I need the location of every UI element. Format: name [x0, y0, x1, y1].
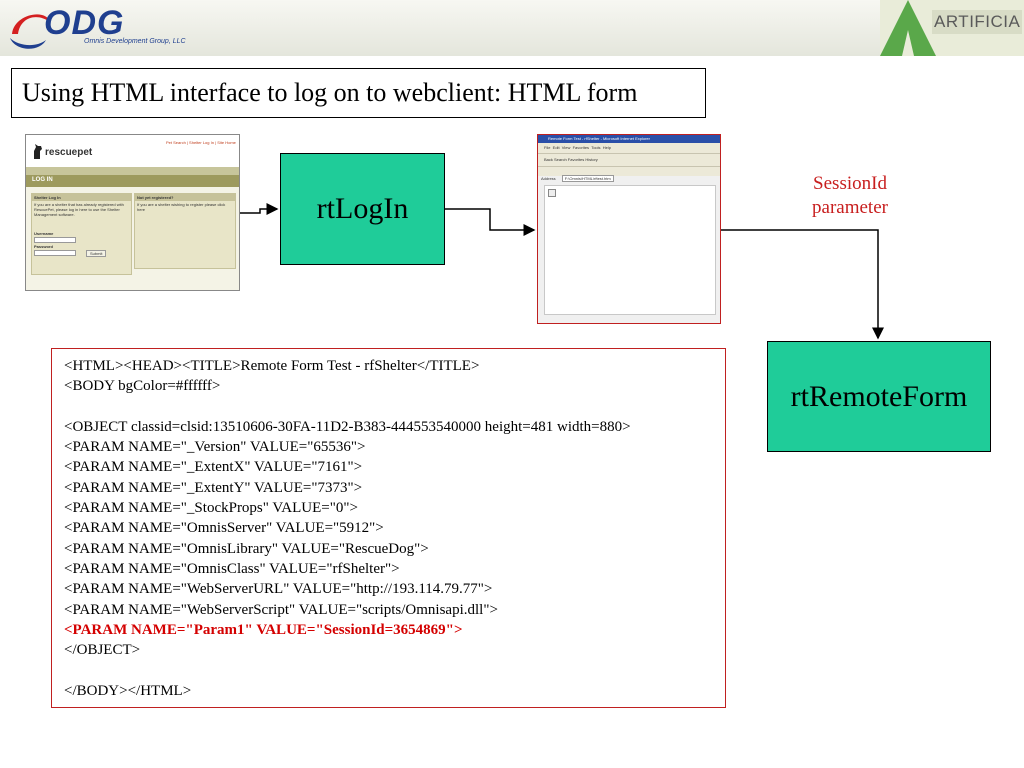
html-code-listing: <HTML><HEAD><TITLE>Remote Form Test - rf…: [51, 348, 726, 708]
address-input[interactable]: F:\Omnis\HTML\rftest.htm: [561, 175, 614, 182]
browser-titlebar: Remote Form Test - rfShelter - Microsoft…: [538, 135, 720, 143]
browser-window-screenshot: Remote Form Test - rfShelter - Microsoft…: [537, 134, 721, 324]
address-label: Address: [541, 176, 556, 181]
odg-logo-text: ODG: [44, 4, 125, 42]
code-line: <PARAM NAME="WebServerScript" VALUE="scr…: [64, 601, 498, 618]
browser-address-bar: Address F:\Omnis\HTML\rftest.htm: [538, 167, 720, 182]
code-line: <PARAM NAME="OmnisServer" VALUE="5912">: [64, 520, 384, 537]
arrow-browser-to-rtremoteform: [721, 229, 884, 340]
shelter-login-title: Shelter Log In: [32, 194, 131, 201]
sessionid-label-line1: SessionId: [813, 173, 887, 194]
code-line: <OBJECT classid=clsid:13510606-30FA-11D2…: [64, 418, 631, 435]
code-line: </BODY></HTML>: [64, 682, 192, 699]
odg-logo-swoosh-icon: [10, 14, 50, 49]
code-line: [64, 397, 725, 417]
code-line: <PARAM NAME="_StockProps" VALUE="0">: [64, 500, 358, 517]
login-banner: [26, 167, 239, 175]
username-input[interactable]: [34, 237, 76, 243]
login-topbar: [26, 135, 239, 167]
login-title-band: [26, 175, 239, 187]
submit-button[interactable]: Submit: [86, 249, 107, 257]
code-line: <PARAM NAME="OmnisClass" VALUE="rfShelte…: [64, 560, 400, 577]
rescuepet-brand: rescuepet: [45, 147, 93, 158]
shelter-login-panel: Shelter Log In If you are a shelter that…: [31, 193, 132, 275]
register-panel: Not yet registered? If you are a shelter…: [134, 193, 236, 269]
shelter-login-text: If you are a shelter that has already re…: [34, 202, 124, 217]
code-line: </OBJECT>: [64, 642, 141, 659]
dog-logo-icon: [34, 144, 42, 159]
browser-content-area: [544, 185, 716, 315]
code-line: <PARAM NAME="_Version" VALUE="65536">: [64, 439, 366, 456]
login-top-links: Pet Search | Shelter Log In | Site Home: [166, 140, 236, 145]
arrow-login-to-rtlogin: [240, 203, 279, 215]
slide-title: Using HTML interface to log on to webcli…: [11, 68, 706, 118]
odg-logo-subtitle: Omnis Development Group, LLC: [84, 38, 186, 45]
browser-window-title: Remote Form Test - rfShelter - Microsoft…: [548, 136, 650, 141]
code-line: <PARAM NAME="OmnisLibrary" VALUE="Rescue…: [64, 540, 429, 557]
login-heading: LOG IN: [32, 177, 53, 183]
code-line: <PARAM NAME="_ExtentY" VALUE="7373">: [64, 479, 363, 496]
artificia-logo-icon: [880, 0, 1024, 56]
username-label: Username: [34, 231, 54, 236]
code-line: [64, 660, 725, 680]
register-title: Not yet registered?: [135, 194, 235, 201]
artificia-logo-text: ARTIFICIA: [934, 12, 1021, 31]
password-input[interactable]: [34, 250, 76, 256]
code-line: <BODY bgColor=#ffffff>: [64, 378, 221, 395]
register-text: If you are a shelter wishing to register…: [137, 202, 226, 212]
rtremoteform-box: rtRemoteForm: [767, 341, 991, 452]
header-band: [0, 0, 1024, 56]
browser-toolbar: Back Search Favorites History: [538, 154, 720, 167]
browser-toolbar-buttons[interactable]: Back Search Favorites History: [544, 157, 598, 162]
login-page-screenshot: rescuepet Pet Search | Shelter Log In | …: [25, 134, 240, 291]
code-line-sessionid-param: <PARAM NAME="Param1" VALUE="SessionId=36…: [64, 621, 463, 638]
broken-object-icon: [548, 189, 556, 197]
browser-menu-items[interactable]: File Edit View Favorites Tools Help: [544, 145, 611, 150]
code-line: <HTML><HEAD><TITLE>Remote Form Test - rf…: [64, 358, 480, 374]
rtlogin-box: rtLogIn: [280, 153, 445, 265]
password-label: Password: [34, 244, 53, 249]
code-line: <PARAM NAME="_ExtentX" VALUE="7161">: [64, 459, 363, 476]
sessionid-label-line2: parameter: [812, 197, 888, 218]
browser-menubar: File Edit View Favorites Tools Help: [538, 143, 720, 154]
sessionid-parameter-label: SessionId parameter: [786, 172, 914, 220]
arrow-rtlogin-to-browser: [445, 208, 536, 236]
code-line: <PARAM NAME="WebServerURL" VALUE="http:/…: [64, 581, 493, 598]
